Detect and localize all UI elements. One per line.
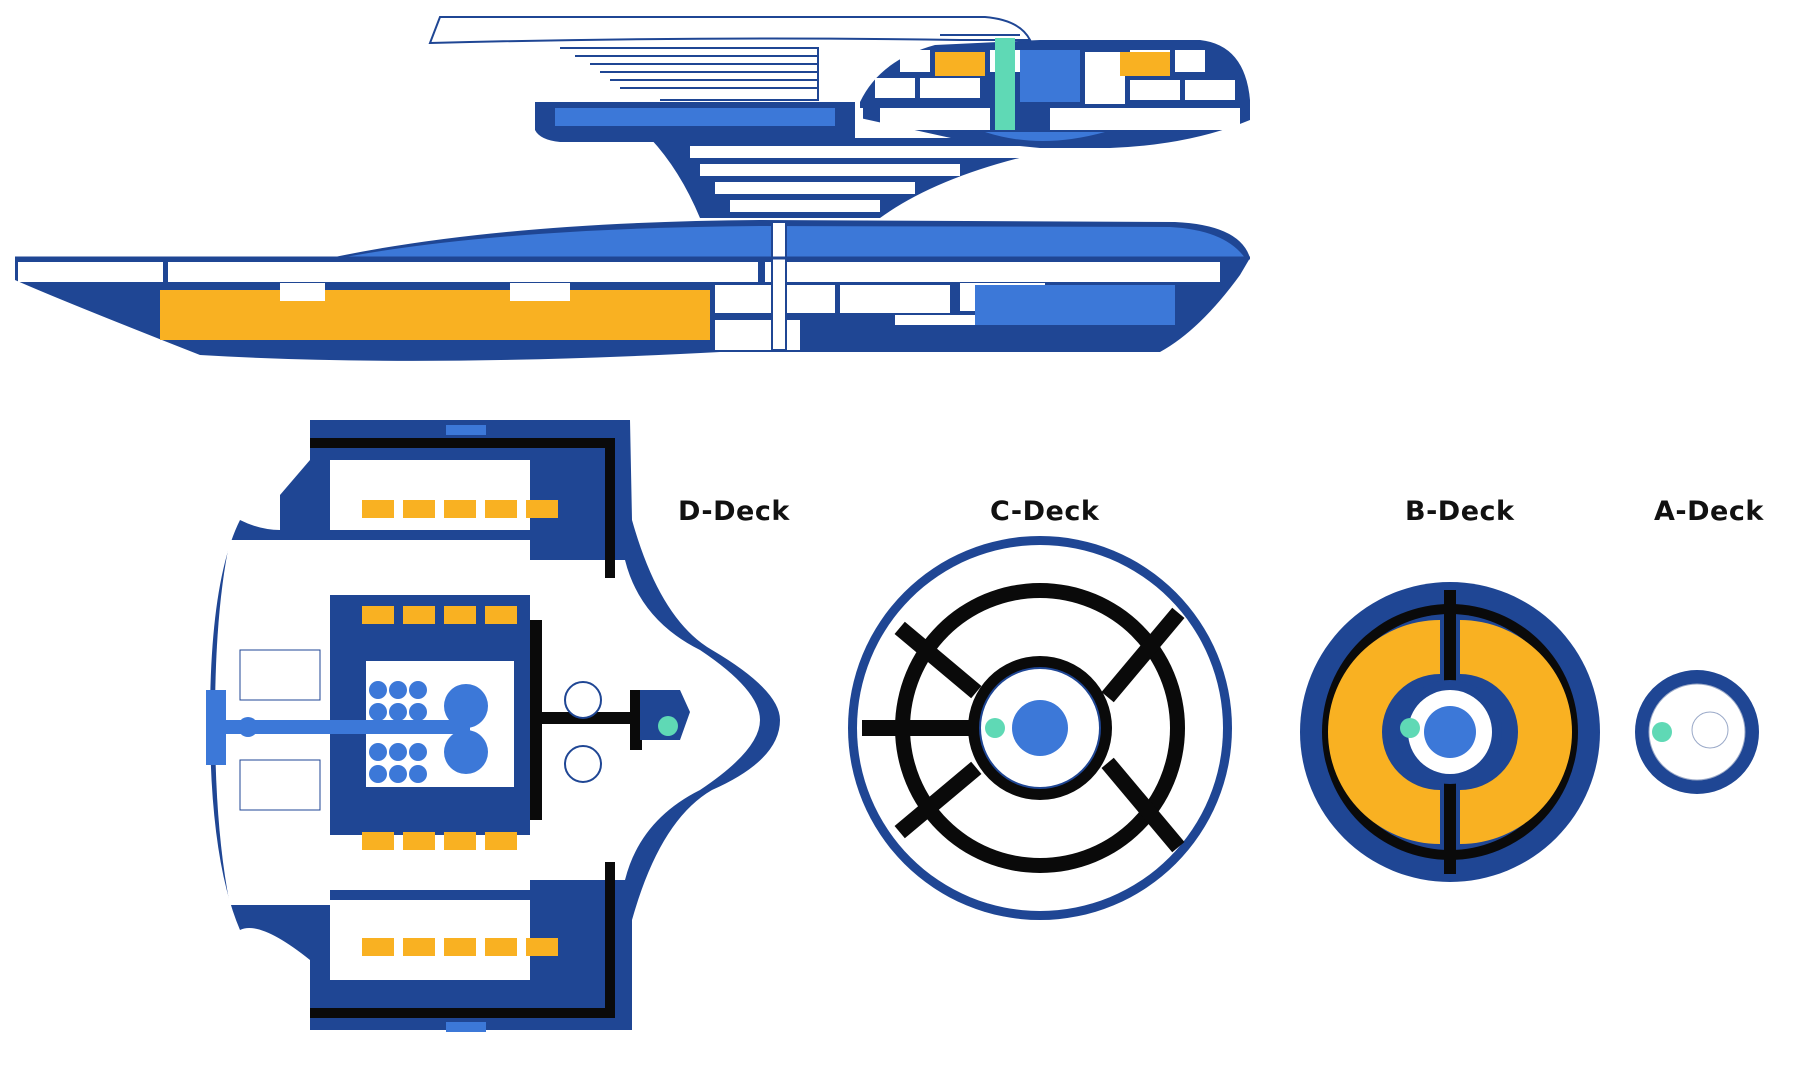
c-deck-core <box>1012 700 1068 756</box>
engineering-spine <box>220 720 470 734</box>
b-deck-quarters-right <box>1460 620 1572 844</box>
d-deck-corridors <box>310 438 642 1018</box>
d-deck-label: D-Deck <box>678 496 790 527</box>
b-deck-core <box>1424 706 1476 758</box>
upper-hull-fill <box>340 226 1245 258</box>
dorsal-hatch <box>446 425 486 435</box>
bridge-module <box>1020 50 1080 102</box>
hull-turbolift <box>771 221 787 351</box>
c-deck-spokes <box>862 607 1185 853</box>
transporter-pad-lower <box>564 745 602 783</box>
engineering-pods <box>238 681 427 783</box>
warp-core <box>444 684 488 728</box>
side-elevation <box>15 16 1250 361</box>
deck-one-rooms <box>18 262 1220 282</box>
engineering-console <box>206 690 226 765</box>
command-pod-floor <box>860 102 1250 106</box>
a-deck-command-ring <box>1691 711 1729 749</box>
fin-steps <box>560 47 819 101</box>
transporter-pad-upper <box>564 681 602 719</box>
turbolift-shaft <box>995 38 1015 130</box>
bridge-dome <box>985 132 1105 141</box>
a-deck-label: A-Deck <box>1654 496 1764 527</box>
command-pod-rooms <box>875 50 1240 130</box>
a-deck-turbolift <box>1652 722 1672 742</box>
c-deck-turbolift <box>985 718 1005 738</box>
b-deck-turbolift <box>1400 718 1420 738</box>
lower-interior <box>975 285 1175 325</box>
dorsal-fin <box>428 16 1032 45</box>
cargo-hold <box>160 290 710 340</box>
d-deck-plan <box>206 420 780 1032</box>
b-deck-plan <box>1300 582 1600 882</box>
d-deck-turbolift <box>658 716 678 736</box>
neck-decks <box>690 146 1070 212</box>
c-deck-label: C-Deck <box>990 496 1100 527</box>
c-deck-plan <box>848 536 1232 920</box>
ventral-hatch <box>446 1022 486 1032</box>
upper-engineering-corridor <box>555 108 835 126</box>
b-deck-quarters-left <box>1328 620 1440 844</box>
a-deck-bridge <box>1648 683 1746 781</box>
b-deck-label: B-Deck <box>1405 496 1515 527</box>
a-deck-plan <box>1635 670 1759 794</box>
d-deck-quarters <box>362 500 558 956</box>
